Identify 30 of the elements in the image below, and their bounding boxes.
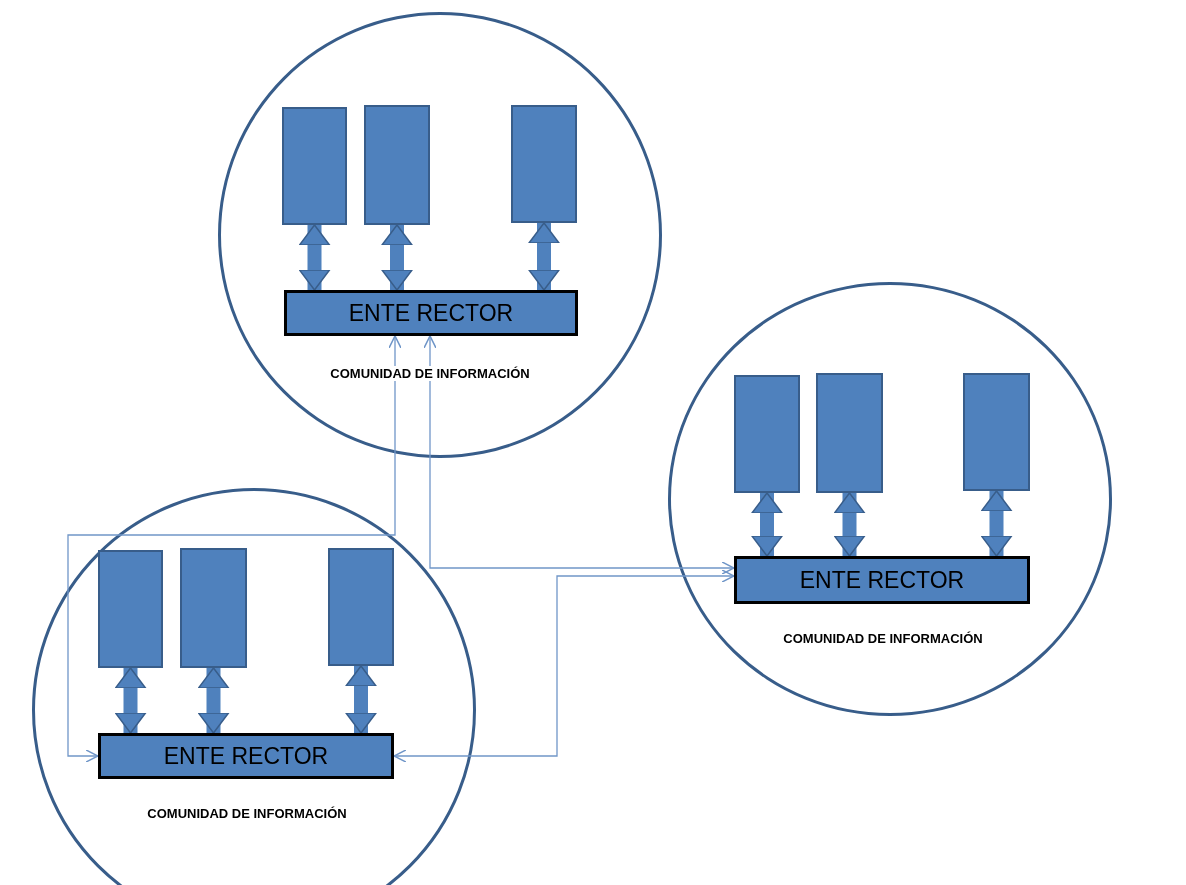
double-block-arrow [528,222,560,291]
connector-arrow [423,335,735,575]
member-box [734,375,800,493]
double-block-arrow [298,224,331,291]
member-box [328,548,394,666]
bar-label: ENTE RECTOR [348,299,514,327]
member-box [98,550,163,668]
member-box [963,373,1030,491]
bar-label: ENTE RECTOR [163,742,329,770]
governing-entity-bar [284,290,578,336]
member-box [511,105,577,223]
member-box [364,105,430,225]
double-block-arrow [381,224,413,291]
community-label: COMUNIDAD DE INFORMACIÓN [145,806,349,821]
connector-arrow [67,335,402,763]
governing-entity-bar [98,733,394,779]
member-box [282,107,347,225]
governing-entity-bar [734,556,1030,604]
double-block-arrow [114,667,147,734]
double-block-arrow [751,492,783,557]
double-block-arrow [197,667,230,734]
double-block-arrow [833,492,866,557]
member-box [816,373,883,493]
connector-arrow [393,569,735,763]
bar-label: ENTE RECTOR [799,566,965,594]
member-box [180,548,247,668]
double-block-arrow [345,665,377,734]
double-block-arrow [980,490,1013,557]
community-label: COMUNIDAD DE INFORMACIÓN [328,366,532,381]
community-label: COMUNIDAD DE INFORMACIÓN [781,631,985,646]
